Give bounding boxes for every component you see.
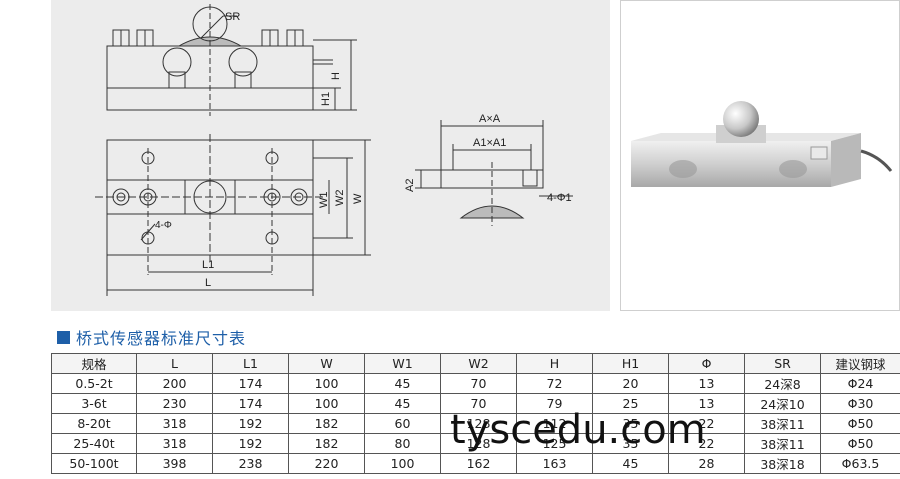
table-row: 0.5-2t 200 174 100 45 70 72 20 13 24深8 Φ… (51, 373, 900, 394)
table-cell: 28 (668, 453, 745, 474)
header-cell: W (288, 353, 365, 374)
label-h1: H1 (320, 92, 332, 106)
table-cell: 60 (364, 413, 441, 434)
table-cell: 45 (592, 453, 669, 474)
table-cell: 163 (516, 453, 593, 474)
title-square-icon (57, 330, 70, 344)
table-cell: Φ63.5 (820, 453, 900, 474)
header-cell: L1 (212, 353, 289, 374)
technical-drawing: SR H H1 W W2 W1 L1 L 4-Φ A×A A1×A1 A2 4-… (51, 0, 610, 311)
top-view (95, 134, 371, 296)
table-row: 8-20t 318 192 182 60 128 112 35 22 38深11… (51, 413, 900, 434)
table-cell: 100 (288, 373, 365, 394)
table-cell: 192 (212, 433, 289, 454)
label-axa: A×A (479, 113, 501, 125)
table-cell: 38深11 (744, 413, 821, 434)
load-cell-illustration (631, 101, 893, 187)
table-cell: 128 (440, 433, 517, 454)
header-cell: L (136, 353, 213, 374)
table-header-row: 规格 L L1 W W1 W2 H H1 Φ SR 建议钢球 (51, 353, 900, 374)
header-cell: W2 (440, 353, 517, 374)
table-cell: 24深10 (744, 393, 821, 414)
table-cell: 100 (364, 453, 441, 474)
label-l1: L1 (202, 259, 214, 271)
label-hole1: 4-Φ1 (547, 192, 572, 204)
table-cell: 174 (212, 373, 289, 394)
table-cell: 162 (440, 453, 517, 474)
table-cell: 230 (136, 393, 213, 414)
spec-table: 规格 L L1 W W1 W2 H H1 Φ SR 建议钢球 0.5-2t 20… (51, 353, 900, 474)
table-cell: 182 (288, 433, 365, 454)
table-cell: Φ50 (820, 433, 900, 454)
table-cell: 0.5-2t (51, 373, 137, 394)
section-heading: 桥式传感器标准尺寸表 (57, 325, 246, 349)
header-cell: W1 (364, 353, 441, 374)
table-cell: 192 (212, 413, 289, 434)
table-cell: 70 (440, 393, 517, 414)
table-cell: 50-100t (51, 453, 137, 474)
table-cell: Φ24 (820, 373, 900, 394)
table-cell: 38深11 (744, 433, 821, 454)
table-cell: 22 (668, 433, 745, 454)
header-cell: 规格 (51, 353, 137, 374)
table-cell: 13 (668, 373, 745, 394)
table-row: 3-6t 230 174 100 45 70 79 25 13 24深10 Φ3… (51, 393, 900, 414)
label-a2: A2 (404, 179, 416, 192)
table-cell: 100 (288, 393, 365, 414)
table-cell: Φ30 (820, 393, 900, 414)
label-sr: SR (225, 11, 240, 23)
label-w2: W2 (334, 190, 346, 207)
table-cell: 70 (440, 373, 517, 394)
label-w: W (352, 193, 364, 204)
table-cell: 25-40t (51, 433, 137, 454)
table-cell: Φ50 (820, 413, 900, 434)
side-view (106, 4, 357, 116)
watermark-text: tyscedu.com (450, 407, 706, 453)
table-cell: 38深18 (744, 453, 821, 474)
table-cell: 398 (136, 453, 213, 474)
section-title: 桥式传感器标准尺寸表 (76, 329, 247, 348)
table-cell: 20 (592, 373, 669, 394)
product-photo (620, 0, 900, 311)
table-cell: 45 (364, 373, 441, 394)
table-cell: 24深8 (744, 373, 821, 394)
table-cell: 45 (364, 393, 441, 414)
table-cell: 318 (136, 433, 213, 454)
drawing-svg: SR H H1 W W2 W1 L1 L 4-Φ A×A A1×A1 A2 4-… (95, 4, 573, 296)
header-cell: SR (744, 353, 821, 374)
table-row: 50-100t 398 238 220 100 162 163 45 28 38… (51, 453, 900, 474)
label-l: L (205, 277, 211, 289)
label-h: H (330, 72, 342, 80)
table-cell: 182 (288, 413, 365, 434)
table-cell: 318 (136, 413, 213, 434)
table-cell: 238 (212, 453, 289, 474)
table-cell: 174 (212, 393, 289, 414)
header-cell: Φ (668, 353, 745, 374)
table-cell: 72 (516, 373, 593, 394)
header-cell: H1 (592, 353, 669, 374)
header-cell: H (516, 353, 593, 374)
table-cell: 80 (364, 433, 441, 454)
label-w1: W1 (318, 192, 330, 209)
table-cell: 3-6t (51, 393, 137, 414)
table-cell: 220 (288, 453, 365, 474)
section-view (415, 120, 573, 226)
header-cell: 建议钢球 (820, 353, 900, 374)
table-cell: 200 (136, 373, 213, 394)
table-cell: 25 (592, 393, 669, 414)
label-hole: 4-Φ (155, 220, 172, 231)
label-a1xa1: A1×A1 (473, 137, 506, 149)
table-cell: 8-20t (51, 413, 137, 434)
